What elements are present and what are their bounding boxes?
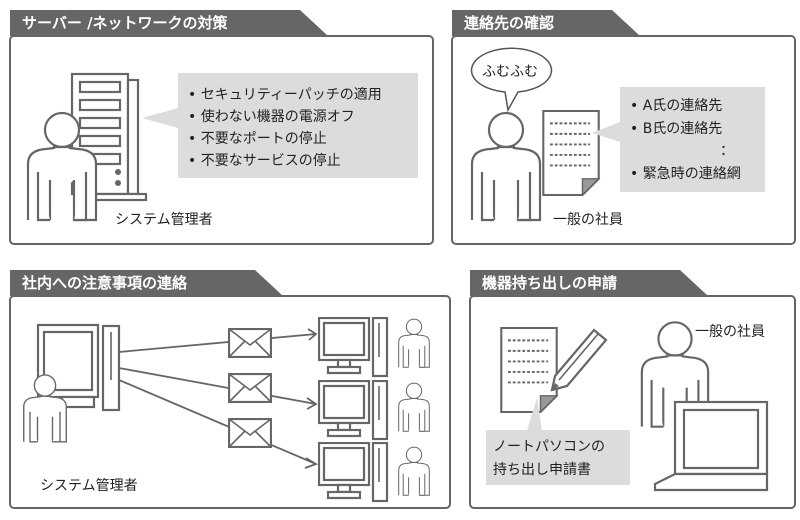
callout-box: [592, 87, 765, 192]
panel-title: サーバー /ネットワークの対策: [22, 14, 229, 32]
list-item: • 使わない機器の電源オフ: [188, 108, 355, 125]
list-item: • A氏の連絡先: [630, 98, 722, 114]
speech-text: ふむふむ: [482, 64, 538, 80]
speech-bubble: [470, 47, 553, 113]
list-ellipsis: ：: [720, 143, 734, 159]
document-icon: [542, 110, 600, 196]
panel-tab: [452, 10, 640, 36]
callout-line: 持ち出し申請書: [493, 462, 591, 478]
envelope-icon: [228, 373, 272, 403]
list-item: • B氏の連絡先: [630, 121, 722, 137]
panel-title: 社内への注意事項の連絡: [21, 274, 188, 292]
list-item: • 不要なポートの停止: [188, 130, 327, 147]
person-label: システム管理者: [115, 212, 213, 228]
pc-icon: [318, 442, 389, 503]
envelope-icon: [228, 328, 272, 358]
list-item: • セキュリティーパッチの適用: [188, 86, 382, 103]
callout-box: [142, 73, 418, 178]
panel-title: 連絡先の確認: [464, 14, 554, 32]
panel-server-network: サーバー /ネットワークの対策 • セキュリティーパッチの適用 • 使わない機器…: [9, 10, 434, 245]
person-label: 一般の社員: [695, 324, 765, 340]
panel-equipment-request: 機器持ち出しの申請 ノートパソコンの 持ち出し申請書 一般の社員: [469, 270, 796, 509]
callout-box: [486, 398, 630, 485]
panel-tab: [10, 10, 328, 36]
envelope-icon: [228, 418, 272, 448]
callout-line: ノートパソコンの: [493, 439, 605, 455]
list-item: • 不要なサービスの停止: [188, 152, 341, 169]
send-arrows: [118, 328, 319, 469]
panel-contact-check: 連絡先の確認 ふむふむ • A氏の連絡先 • B氏の連絡先 ： • 緊急時の連絡…: [451, 10, 796, 245]
list-item: • 緊急時の連絡網: [630, 166, 741, 182]
application-form-icon: [500, 327, 558, 413]
person-label: 一般の社員: [553, 212, 623, 228]
panel-notice-distribution: 社内への注意事項の連絡 システム管理者: [9, 270, 451, 509]
admin-computer-icon: [36, 323, 121, 412]
panel-tab: [10, 270, 283, 296]
pc-icon: [318, 380, 389, 441]
panel-tab: [470, 270, 708, 296]
pc-icon: [318, 317, 389, 378]
laptop-icon: [653, 400, 769, 492]
panel-title: 機器持ち出しの申請: [482, 274, 617, 292]
person-label: システム管理者: [40, 478, 138, 494]
pencil-icon: [550, 328, 608, 392]
